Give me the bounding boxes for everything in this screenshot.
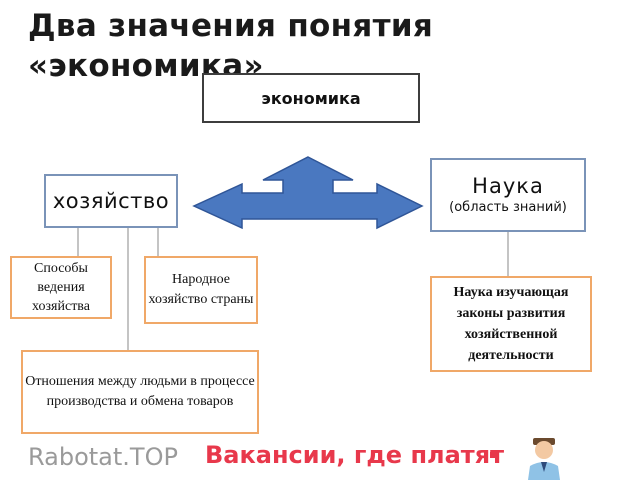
- child-relations-label: Отношения между людьми в процессе произв…: [25, 374, 255, 409]
- root-node-economy: экономика: [202, 73, 420, 123]
- child-science-laws: Наука изучающая законы развития хозяйств…: [430, 276, 592, 372]
- three-way-arrow: [192, 156, 424, 230]
- child-national-label: Народное хозяйство страны: [148, 272, 254, 307]
- child-ways-of-management: Способы ведения хозяйства: [10, 256, 112, 319]
- child-ways-label: Способы ведения хозяйства: [32, 261, 90, 314]
- page-title: Два значения понятия «экономика»: [28, 8, 434, 84]
- child-relations-between-people: Отношения между людьми в процессе произв…: [21, 350, 259, 434]
- watermark-dot: [490, 452, 496, 458]
- child-national-economy: Народное хозяйство страны: [144, 256, 258, 324]
- node-economy-household: хозяйство: [44, 174, 178, 228]
- child-science-laws-label: Наука изучающая законы развития хозяйств…: [453, 285, 569, 363]
- person-avatar-icon: [528, 438, 560, 480]
- node-science-subtitle: (область знаний): [449, 200, 567, 215]
- node-science-title: Наука: [472, 174, 544, 198]
- node-household-label: хозяйство: [52, 189, 170, 213]
- root-node-label: экономика: [261, 88, 361, 108]
- watermark-slogan: Вакансии, где платят: [205, 441, 505, 469]
- watermark-brand: Rabotat.TOP: [28, 443, 178, 471]
- node-science: Наука (область знаний): [430, 158, 586, 232]
